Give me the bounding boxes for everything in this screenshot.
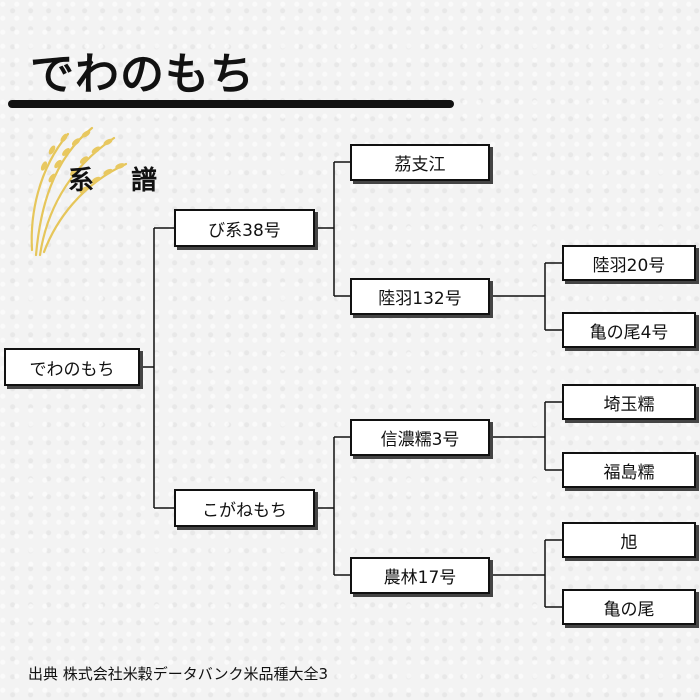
node-grandparent-3: 信濃糯3号: [350, 419, 490, 456]
node-great-grandparent-6: 亀の尾: [562, 589, 696, 625]
node-great-grandparent-3: 埼玉糯: [562, 384, 696, 420]
source-citation: 出典 株式会社米穀データバンク米品種大全3: [28, 665, 329, 683]
node-parent-1: び系38号: [174, 209, 315, 247]
node-grandparent-1: 茘支江: [350, 144, 490, 181]
node-grandparent-2: 陸羽132号: [350, 278, 490, 315]
pedigree-label: 系 譜: [68, 166, 172, 196]
node-parent-2: こがねもち: [174, 489, 315, 527]
node-great-grandparent-1: 陸羽20号: [562, 245, 696, 281]
page-title: でわのもち: [30, 49, 255, 100]
node-great-grandparent-5: 旭: [562, 522, 696, 558]
title-underline: [8, 100, 454, 108]
rice-stalk-icon: [30, 126, 128, 257]
node-great-grandparent-4: 福島糯: [562, 452, 696, 488]
node-root: でわのもち: [4, 348, 140, 386]
node-grandparent-4: 農林17号: [350, 557, 490, 594]
node-great-grandparent-2: 亀の尾4号: [562, 312, 696, 348]
